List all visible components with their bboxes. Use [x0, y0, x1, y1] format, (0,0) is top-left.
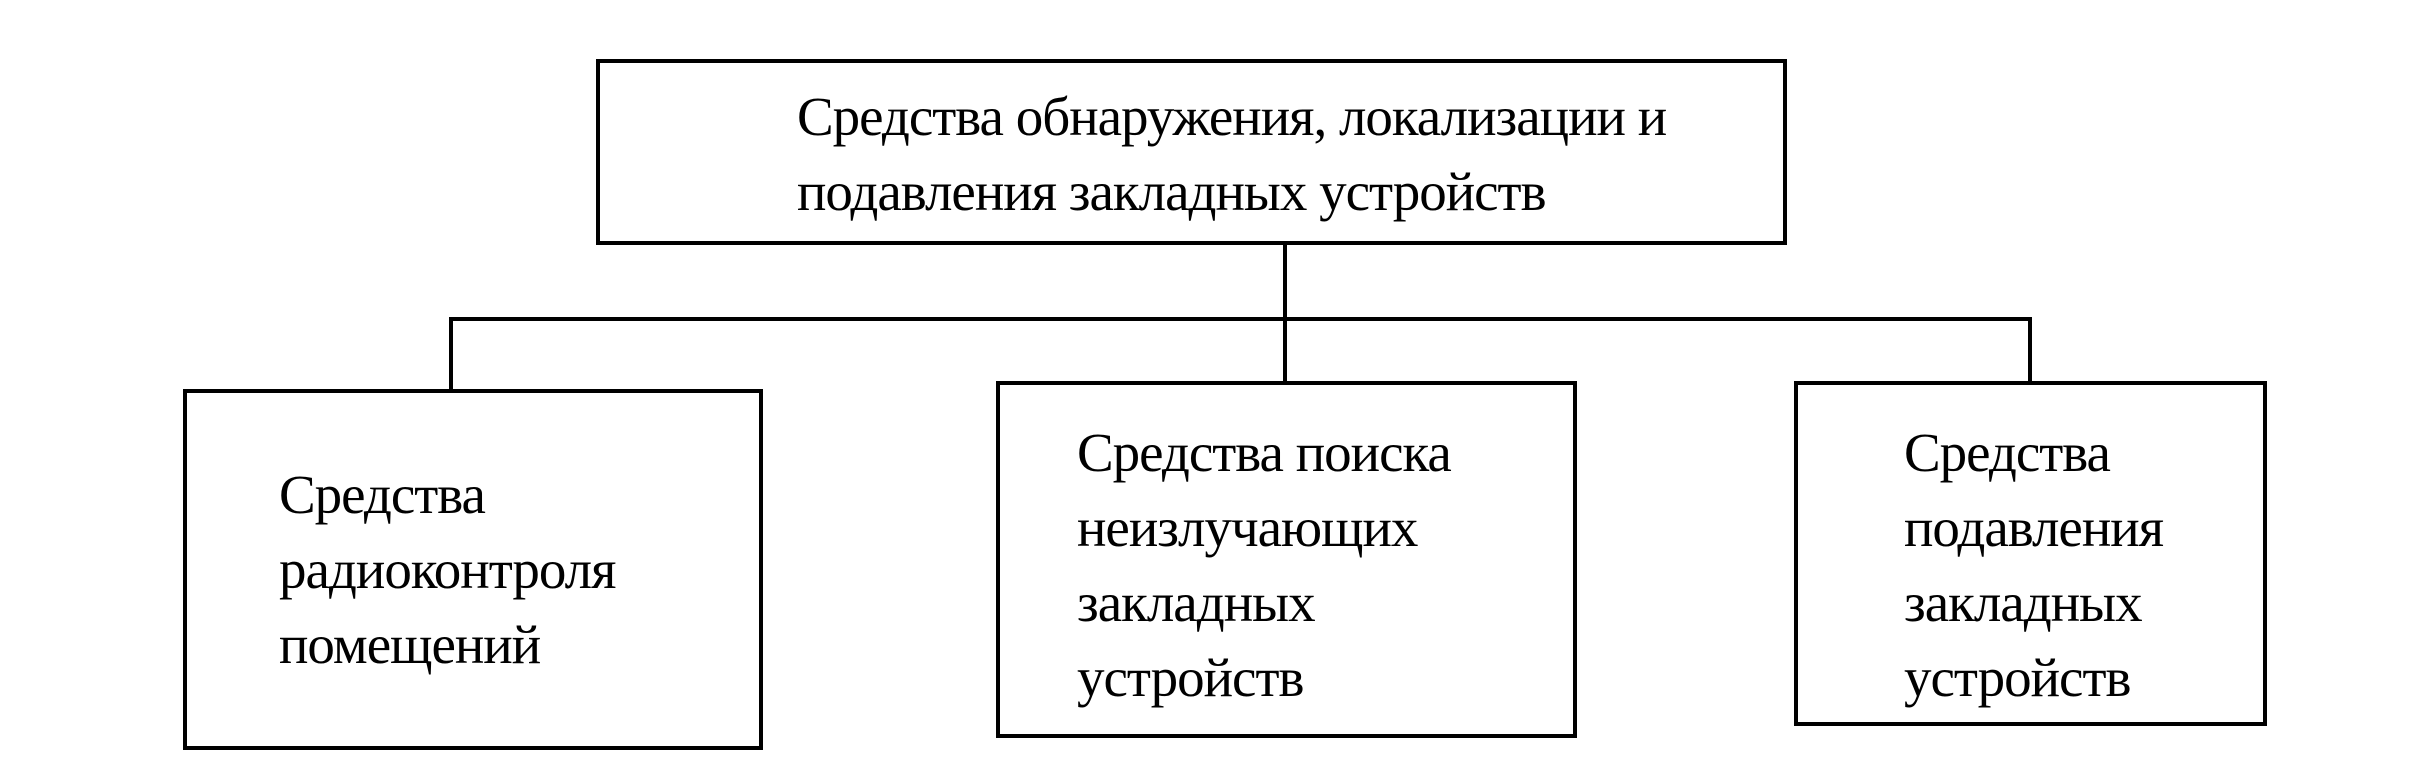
child-node-radio-monitoring: Средства радиоконтроля помещений [183, 389, 763, 750]
child-node-label: Средства подавления закладных устройств [1904, 422, 2164, 708]
child-node-suppression: Средства подавления закладных устройств [1794, 381, 2267, 726]
root-node-box: Средства обнаружения, локализации и пода… [596, 59, 1787, 245]
child-node-non-emitting-search: Средства поиска неизлучающих закладных у… [996, 381, 1577, 738]
child-node-label: Средства радиоконтроля помещений [279, 464, 616, 675]
root-node-label: Средства обнаружения, локализации и пода… [797, 86, 1667, 222]
child-node-label: Средства поиска неизлучающих закладных у… [1077, 422, 1452, 708]
